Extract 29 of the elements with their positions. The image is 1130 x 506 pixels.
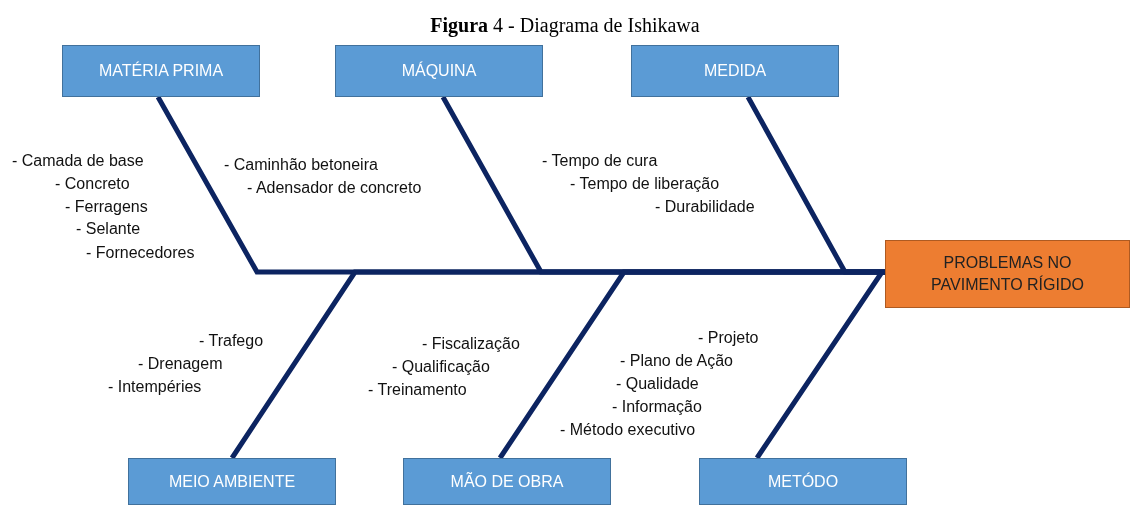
cause-item: - Selante	[76, 219, 141, 239]
cause-item: - Intempéries	[108, 377, 202, 397]
cause-item: - Caminhão betoneira	[224, 155, 378, 175]
figure-title: Figura 4 - Diagrama de Ishikawa	[430, 14, 700, 36]
cause-item: - Tempo de cura	[542, 151, 658, 171]
cause-item: - Informação	[612, 397, 702, 417]
cause-item: - Durabilidade	[655, 197, 755, 217]
category-box: MATÉRIA PRIMA	[62, 45, 260, 97]
cause-item: - Qualificação	[392, 357, 490, 377]
cause-item: - Camada de base	[12, 151, 144, 171]
cause-item: - Concreto	[55, 174, 130, 194]
cause-item: - Adensador de concreto	[247, 178, 422, 198]
category-box: MEIO AMBIENTE	[128, 458, 336, 505]
category-box: MÁQUINA	[335, 45, 543, 97]
cause-item: - Tempo de liberação	[570, 174, 720, 194]
category-box: MÃO DE OBRA	[403, 458, 611, 505]
cause-item: - Ferragens	[65, 197, 148, 217]
category-box: METÓDO	[699, 458, 907, 505]
cause-item: - Projeto	[698, 328, 759, 348]
cause-item: - Plano de Ação	[620, 351, 733, 371]
effect-box: PROBLEMAS NO PAVIMENTO RÍGIDO	[885, 240, 1130, 308]
cause-item: - Drenagem	[138, 354, 223, 374]
cause-item: - Método executivo	[560, 420, 696, 440]
category-box: MEDIDA	[631, 45, 839, 97]
cause-item: - Trafego	[199, 331, 264, 351]
cause-item: - Qualidade	[616, 374, 699, 394]
cause-item: - Fornecedores	[86, 243, 195, 263]
cause-item: - Fiscalização	[422, 334, 520, 354]
cause-item: - Treinamento	[368, 380, 467, 400]
